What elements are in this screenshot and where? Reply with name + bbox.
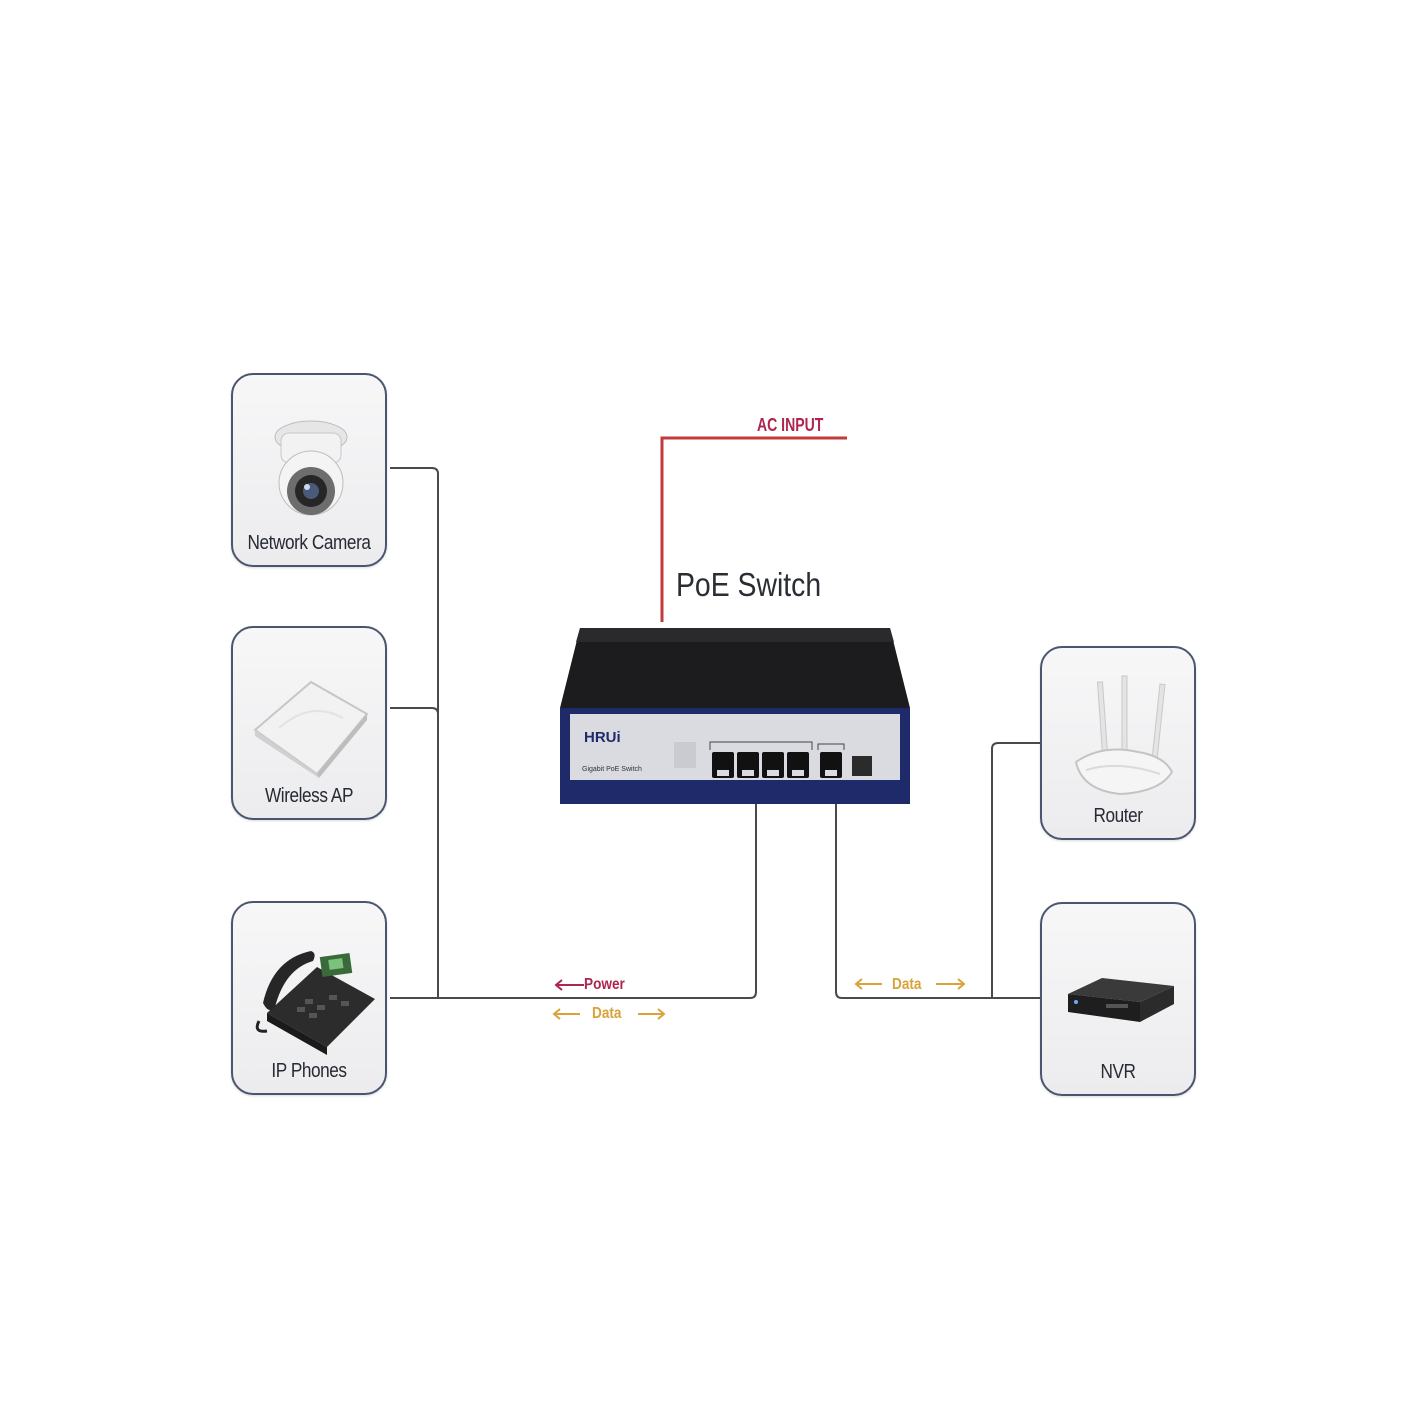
device-label: IP Phones [271,1060,347,1082]
nvr-icon [1068,978,1174,1022]
left-bus-line [390,467,439,998]
power-label: Power [584,976,625,993]
router-link [991,742,1040,998]
device-label: Router [1093,805,1143,827]
data-label-right: Data [892,976,922,993]
device-card-ip-phones: IP Phones [231,901,387,1095]
right-flow-arrows [854,978,966,990]
left-flow-arrows [552,979,666,1020]
router-icon [1074,675,1174,796]
switch-title: PoE Switch [676,566,822,603]
device-card-network-camera: Network Camera [231,373,387,567]
device-label: Wireless AP [265,785,353,807]
device-card-wireless-ap: Wireless AP [231,626,387,820]
device-label: NVR [1100,1061,1136,1083]
switch-brand: HRUi [584,729,621,746]
data-arrows [552,1008,666,1020]
data-arrows [854,978,966,990]
device-label: Network Camera [247,532,371,554]
wireless-ap-link [390,707,439,715]
device-card-router: Router [1040,646,1196,840]
data-label-left: Data [592,1005,622,1022]
dome-camera-icon [274,420,348,516]
ac-input-label: AC INPUT [757,415,824,435]
device-card-nvr: NVR [1040,902,1196,1096]
ip-phone-icon [255,951,375,1055]
sfp-port [852,756,872,776]
switch-model: Gigabit PoE Switch [582,766,642,773]
switch-to-right-line [835,804,1040,999]
power-arrow [554,979,584,991]
poe-switch: HRUi Gigabit PoE Switch [560,628,910,804]
ac-input-line [660,436,847,622]
ip-phone-to-switch-line [390,804,757,999]
wireless-ap-icon [253,680,369,778]
